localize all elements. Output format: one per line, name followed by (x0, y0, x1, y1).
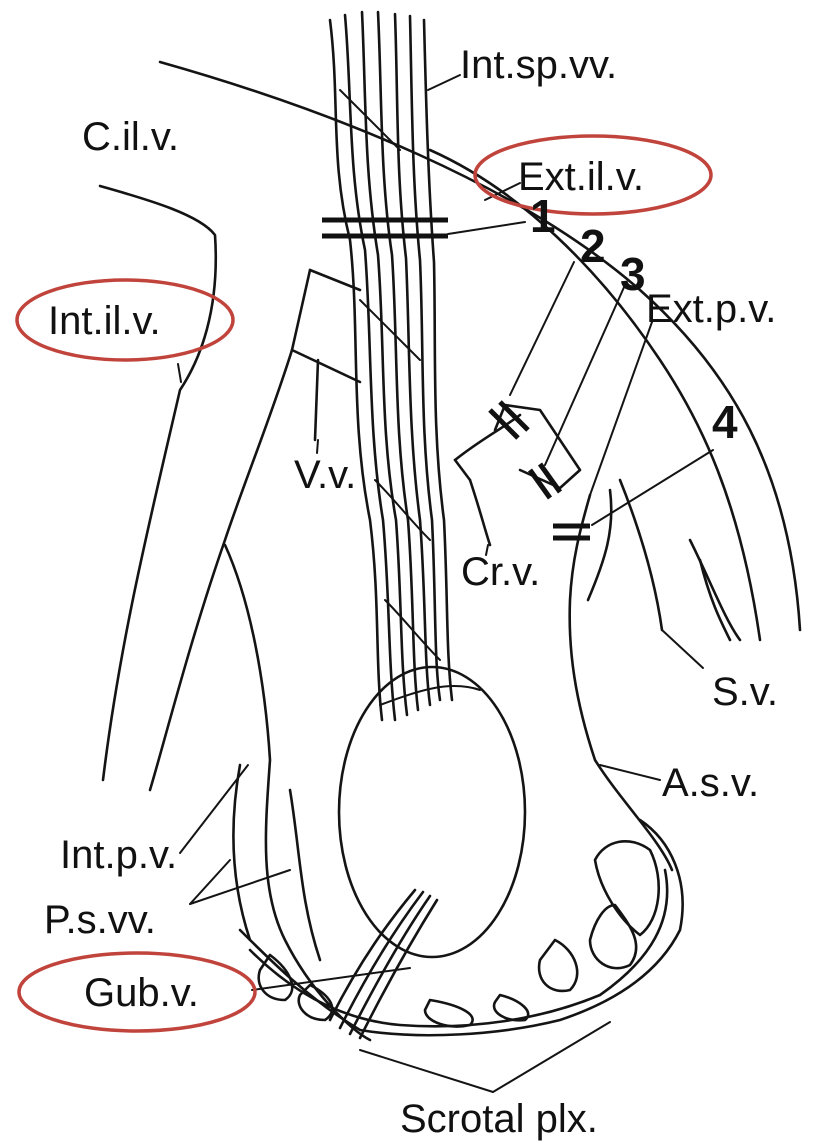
label-p-s-vv: P.s.vv. (44, 898, 156, 942)
label-ext-p-v: Ext.p.v. (646, 287, 776, 331)
internal-spermatic-veins (330, 12, 480, 720)
testis (339, 667, 525, 957)
label-s-v: S.v. (712, 670, 778, 714)
label-int-il-v: Int.il.v. (48, 299, 161, 343)
vasal-vein-branch (292, 350, 360, 440)
gubernacular-veins (330, 890, 437, 1038)
external-pudendal-vein (570, 490, 672, 870)
label-scrotal-plx: Scrotal plx. (400, 1097, 598, 1141)
label-cr-v: Cr.v. (461, 550, 540, 594)
ligature-number-2: 2 (580, 220, 606, 272)
label-a-s-v: A.s.v. (662, 761, 759, 805)
superficial-vein (620, 480, 740, 640)
label-c-il-v: C.il.v. (82, 115, 179, 159)
label-int-p-v: Int.p.v. (60, 833, 177, 877)
scrotal-plexus-network (240, 820, 683, 1035)
label-int-sp-vv: Int.sp.vv. (460, 43, 617, 87)
ligature-number-4: 4 (712, 396, 738, 448)
ligature-number-3: 3 (620, 248, 646, 300)
ligature-marks (322, 220, 590, 538)
ligature-number-1: 1 (530, 190, 556, 242)
label-v-v: V.v. (294, 453, 356, 497)
label-gub-v: Gub.v. (84, 971, 199, 1015)
posterior-scrotal-veins (225, 545, 370, 1040)
